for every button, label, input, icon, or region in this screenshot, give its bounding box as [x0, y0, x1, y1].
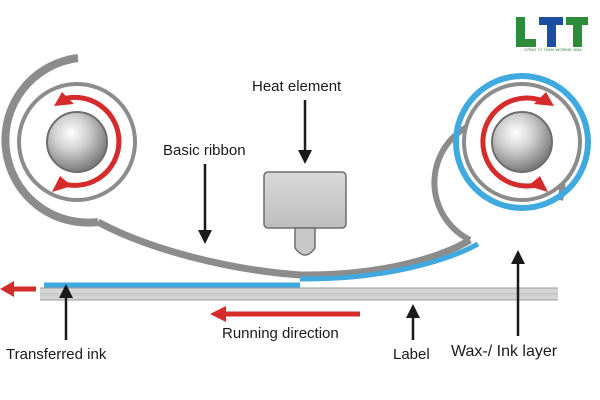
company-logo [513, 13, 591, 49]
left-roll-arrowhead [52, 176, 72, 192]
right-roll-core [491, 111, 553, 173]
running-direction-label: Running direction [222, 325, 339, 342]
heat-element-label: Heat element [252, 78, 342, 95]
heat-element-pointer [298, 100, 312, 164]
basic-ribbon-label: Basic ribbon [163, 142, 246, 159]
left-roll-rotation-arrow [57, 94, 122, 188]
label-pointer [406, 304, 420, 340]
transferred-ink-pointer [59, 284, 73, 340]
running-direction-arrow [210, 306, 360, 322]
wax-ink-layer-band [299, 241, 480, 282]
company-name: CÔNG TY TNHH WORMS VINA [524, 47, 582, 52]
label-strip [40, 287, 558, 301]
basic-ribbon [96, 218, 472, 279]
left-roll-ribbon-wrap [1, 54, 99, 227]
basic-ribbon-pointer [198, 164, 212, 244]
left-roll-arrowhead-top [54, 92, 74, 106]
wax-ink-layer-pointer [511, 250, 525, 336]
transferred-ink-label: Transferred ink [6, 346, 107, 363]
right-roll-ink-wrap [453, 73, 591, 211]
right-roll-arrowhead-bottom [528, 176, 548, 192]
wax-ink-layer-label: Wax-/ Ink layer [451, 343, 558, 360]
exit-arrow [0, 281, 36, 297]
heat-element [263, 171, 347, 256]
right-roll-arrowhead [534, 92, 554, 106]
right-roll-rotation-arrow [480, 95, 541, 189]
label-label: Label [393, 346, 430, 363]
